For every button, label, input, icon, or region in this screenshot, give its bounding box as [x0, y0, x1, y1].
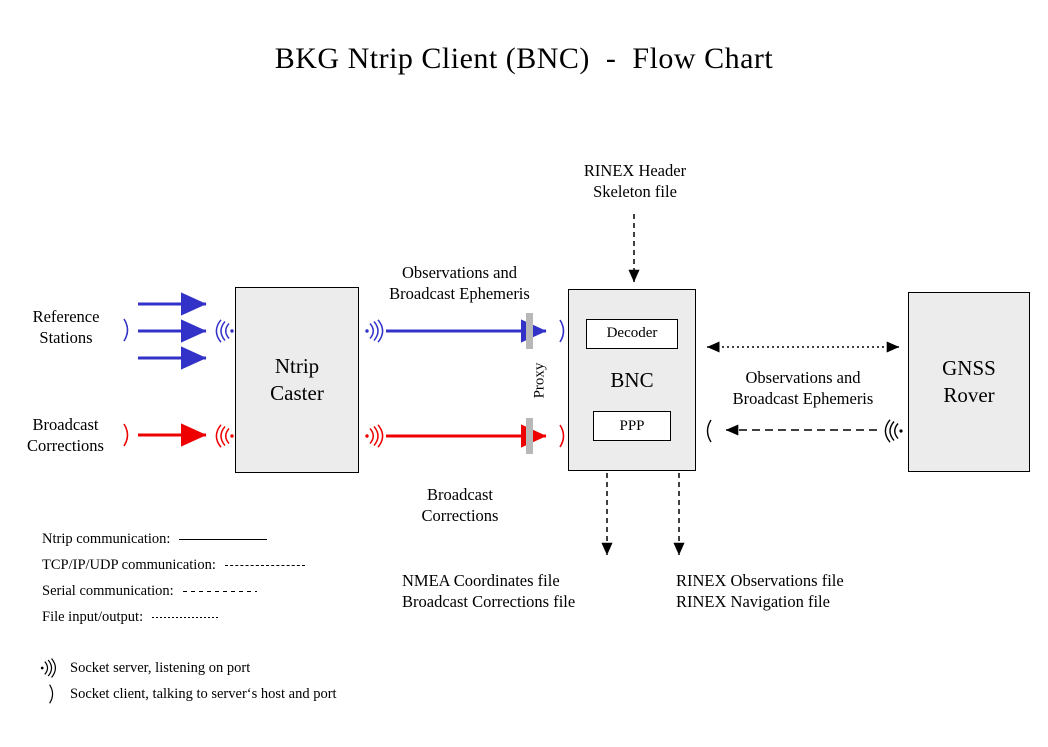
node-bnc[interactable]: Decoder BNC PPP — [568, 289, 696, 471]
label-proxy: Proxy — [531, 362, 548, 399]
legend-label-tcpip: TCP/IP/UDP communication: — [42, 556, 216, 573]
legend-row-serial: Serial communication: — [42, 578, 305, 604]
bnc-label: BNC — [610, 367, 654, 392]
node-ntrip-caster[interactable]: Ntrip Caster — [235, 287, 359, 473]
legend-swatch-solid — [179, 538, 268, 540]
label-observations-ephemeris-right: Observations and Broadcast Ephemeris — [732, 368, 874, 409]
label-reference-stations: Reference Stations — [32, 307, 100, 348]
legend-label-ntrip: Ntrip communication: — [42, 530, 171, 547]
proxy-bar-upper — [526, 313, 533, 349]
ntrip-caster-line1: Ntrip — [274, 354, 320, 379]
legend-label-socket-server: Socket server, listening on port — [70, 659, 251, 676]
arrow-bnc-to-rinex-output — [669, 473, 689, 563]
legend-row-tcpip: TCP/IP/UDP communication: — [42, 552, 305, 578]
socket-server-icon-caster-out-blue — [362, 318, 388, 344]
bnc-decoder-label: Decoder — [606, 324, 658, 341]
label-broadcast-corrections-middle: Broadcast Corrections — [421, 485, 499, 526]
socket-server-icon-rover — [880, 418, 906, 444]
socket-client-icon-bnc-in-red — [556, 423, 572, 449]
ntrip-caster-line2: Caster — [270, 381, 324, 405]
label-rinex-header-skeleton: RINEX Header Skeleton file — [583, 161, 687, 202]
socket-server-icon-legend — [36, 657, 70, 679]
arrow-bnc-to-nmea-output — [597, 473, 617, 563]
arrow-caster-to-bnc-observations — [386, 319, 556, 343]
legend-row-socket-client: Socket client, talking to server‘s host … — [36, 681, 337, 707]
bnc-ppp-box[interactable]: PPP — [593, 411, 671, 442]
arrow-caster-to-bnc-corrections — [386, 424, 556, 448]
socket-server-icon-caster-in-red — [211, 423, 237, 449]
arrow-bnc-rover-serial-bidirectional — [698, 338, 908, 356]
legend-row-file-io: File input/output: — [42, 604, 305, 630]
legend-swatch-dashed-long — [224, 564, 305, 566]
node-gnss-rover[interactable]: GNSS Rover — [908, 292, 1030, 472]
socket-server-icon-caster-out-red — [362, 423, 388, 449]
arrow-rover-to-bnc-tcp — [717, 421, 881, 439]
page-title: BKG Ntrip Client (BNC) - Flow Chart — [274, 42, 774, 75]
arrow-reference-stations-to-caster — [138, 292, 224, 372]
label-output-rinex-files: RINEX Observations file RINEX Navigation… — [676, 571, 844, 612]
socket-server-icon-caster-in-blue — [211, 318, 237, 344]
gnss-rover-line1: GNSS — [942, 356, 996, 381]
bnc-decoder-box[interactable]: Decoder — [586, 318, 678, 349]
socket-client-icon-bnc-in-blue — [556, 318, 572, 344]
socket-client-icon-broadcast-corrections — [120, 422, 136, 448]
proxy-bar-lower — [526, 418, 533, 454]
legend-swatch-dashed-medium — [182, 590, 257, 592]
label-observations-ephemeris-left: Observations and Broadcast Ephemeris — [389, 263, 530, 304]
bnc-ppp-label: PPP — [619, 417, 645, 434]
socket-client-icon-legend — [36, 683, 70, 705]
gnss-rover-line2: Rover — [943, 383, 995, 407]
label-output-nmea-files: NMEA Coordinates file Broadcast Correcti… — [402, 571, 576, 612]
arrow-broadcast-corrections-to-caster — [138, 423, 224, 447]
socket-client-icon-reference-stations — [120, 317, 136, 343]
legend-row-ntrip: Ntrip communication: — [42, 526, 305, 552]
legend-label-file-io: File input/output: — [42, 608, 144, 625]
legend-line-styles: Ntrip communication: TCP/IP/UDP communic… — [42, 526, 305, 630]
legend-label-socket-client: Socket client, talking to server‘s host … — [70, 685, 337, 702]
legend-label-serial: Serial communication: — [42, 582, 174, 599]
socket-client-icon-bnc-rover — [702, 418, 716, 444]
legend-swatch-dotted-fine — [152, 616, 221, 618]
arrow-rinex-header-to-bnc — [624, 214, 644, 290]
legend-socket-types: Socket server, listening on port Socket … — [36, 655, 337, 707]
legend-row-socket-server: Socket server, listening on port — [36, 655, 337, 681]
label-broadcast-corrections-input: Broadcast Corrections — [27, 415, 104, 456]
